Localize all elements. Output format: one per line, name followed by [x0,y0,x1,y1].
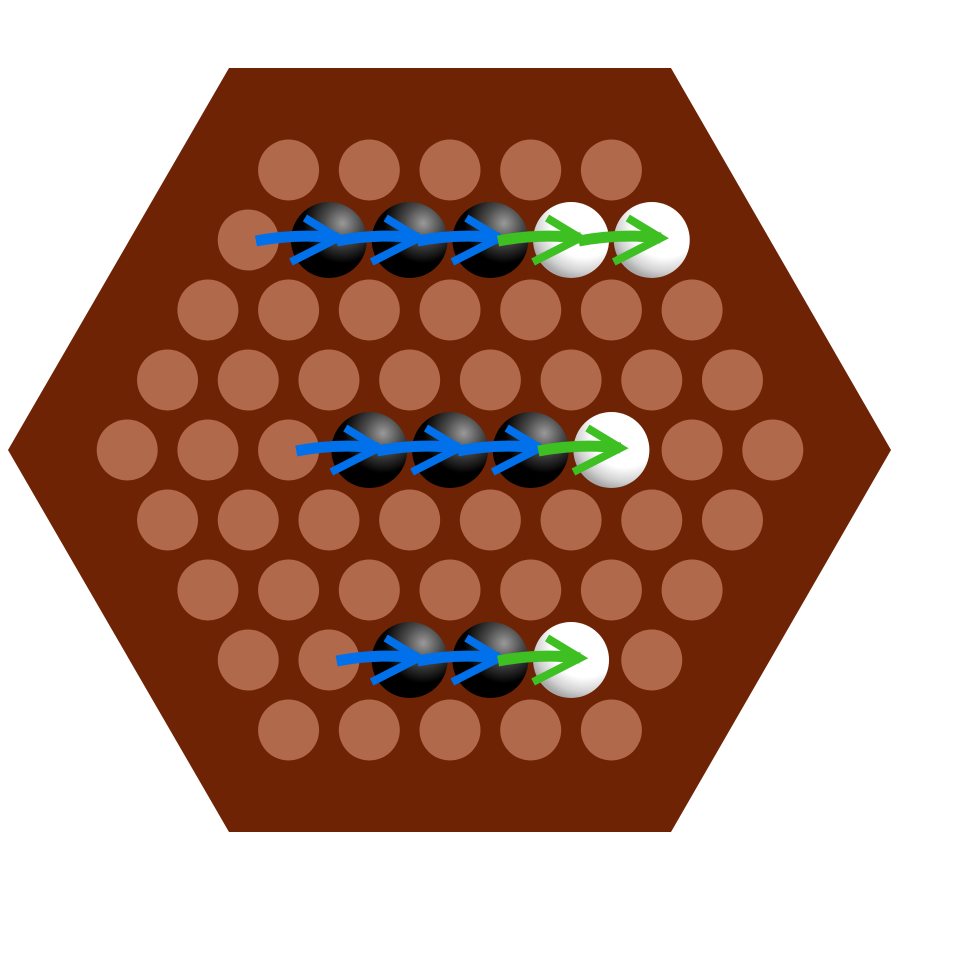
board-hole[interactable] [419,699,481,761]
board-hole[interactable] [298,629,360,691]
board-hole[interactable] [177,279,239,341]
board-hole[interactable] [540,349,602,411]
board-hole[interactable] [500,139,562,201]
board-hole[interactable] [500,699,562,761]
board-hole[interactable] [217,209,279,271]
move-arrows [254,214,669,686]
board-hole[interactable] [580,699,642,761]
board-hole[interactable] [459,489,521,551]
board-hole[interactable] [137,489,199,551]
board-hole[interactable] [258,419,320,481]
board-hole[interactable] [217,489,279,551]
board-hole[interactable] [379,489,441,551]
board-hole[interactable] [419,559,481,621]
board-hole[interactable] [580,559,642,621]
board-hole[interactable] [540,489,602,551]
board-hole[interactable] [500,559,562,621]
board-hole[interactable] [459,349,521,411]
board-hole[interactable] [701,349,763,411]
board-hole[interactable] [298,349,360,411]
board-hole[interactable] [661,279,723,341]
board-hole[interactable] [96,419,158,481]
board-hole[interactable] [379,349,441,411]
board-hole[interactable] [621,349,683,411]
board-hole[interactable] [177,419,239,481]
pushed-arrow-icon [577,214,669,266]
board-hole[interactable] [258,279,320,341]
board-hole[interactable] [580,279,642,341]
board-hole[interactable] [701,489,763,551]
board-hole[interactable] [419,279,481,341]
board-hole[interactable] [217,629,279,691]
board-hole[interactable] [742,419,804,481]
board-hole[interactable] [500,279,562,341]
board-hole[interactable] [137,349,199,411]
board-hole[interactable] [258,699,320,761]
board-hole[interactable] [621,629,683,691]
board-hole[interactable] [217,349,279,411]
board-hole[interactable] [298,489,360,551]
pushed-arrow-icon [537,424,629,476]
board-hole[interactable] [338,139,400,201]
pushed-arrow-icon [496,634,589,686]
board-hole[interactable] [621,489,683,551]
board-hole[interactable] [661,559,723,621]
board-hole[interactable] [258,139,320,201]
board-hole[interactable] [338,699,400,761]
board-hole[interactable] [338,279,400,341]
board-hole[interactable] [419,139,481,201]
board-hole[interactable] [661,419,723,481]
board-hole[interactable] [580,139,642,201]
board-hole[interactable] [258,559,320,621]
board-hole[interactable] [338,559,400,621]
board-hole[interactable] [177,559,239,621]
